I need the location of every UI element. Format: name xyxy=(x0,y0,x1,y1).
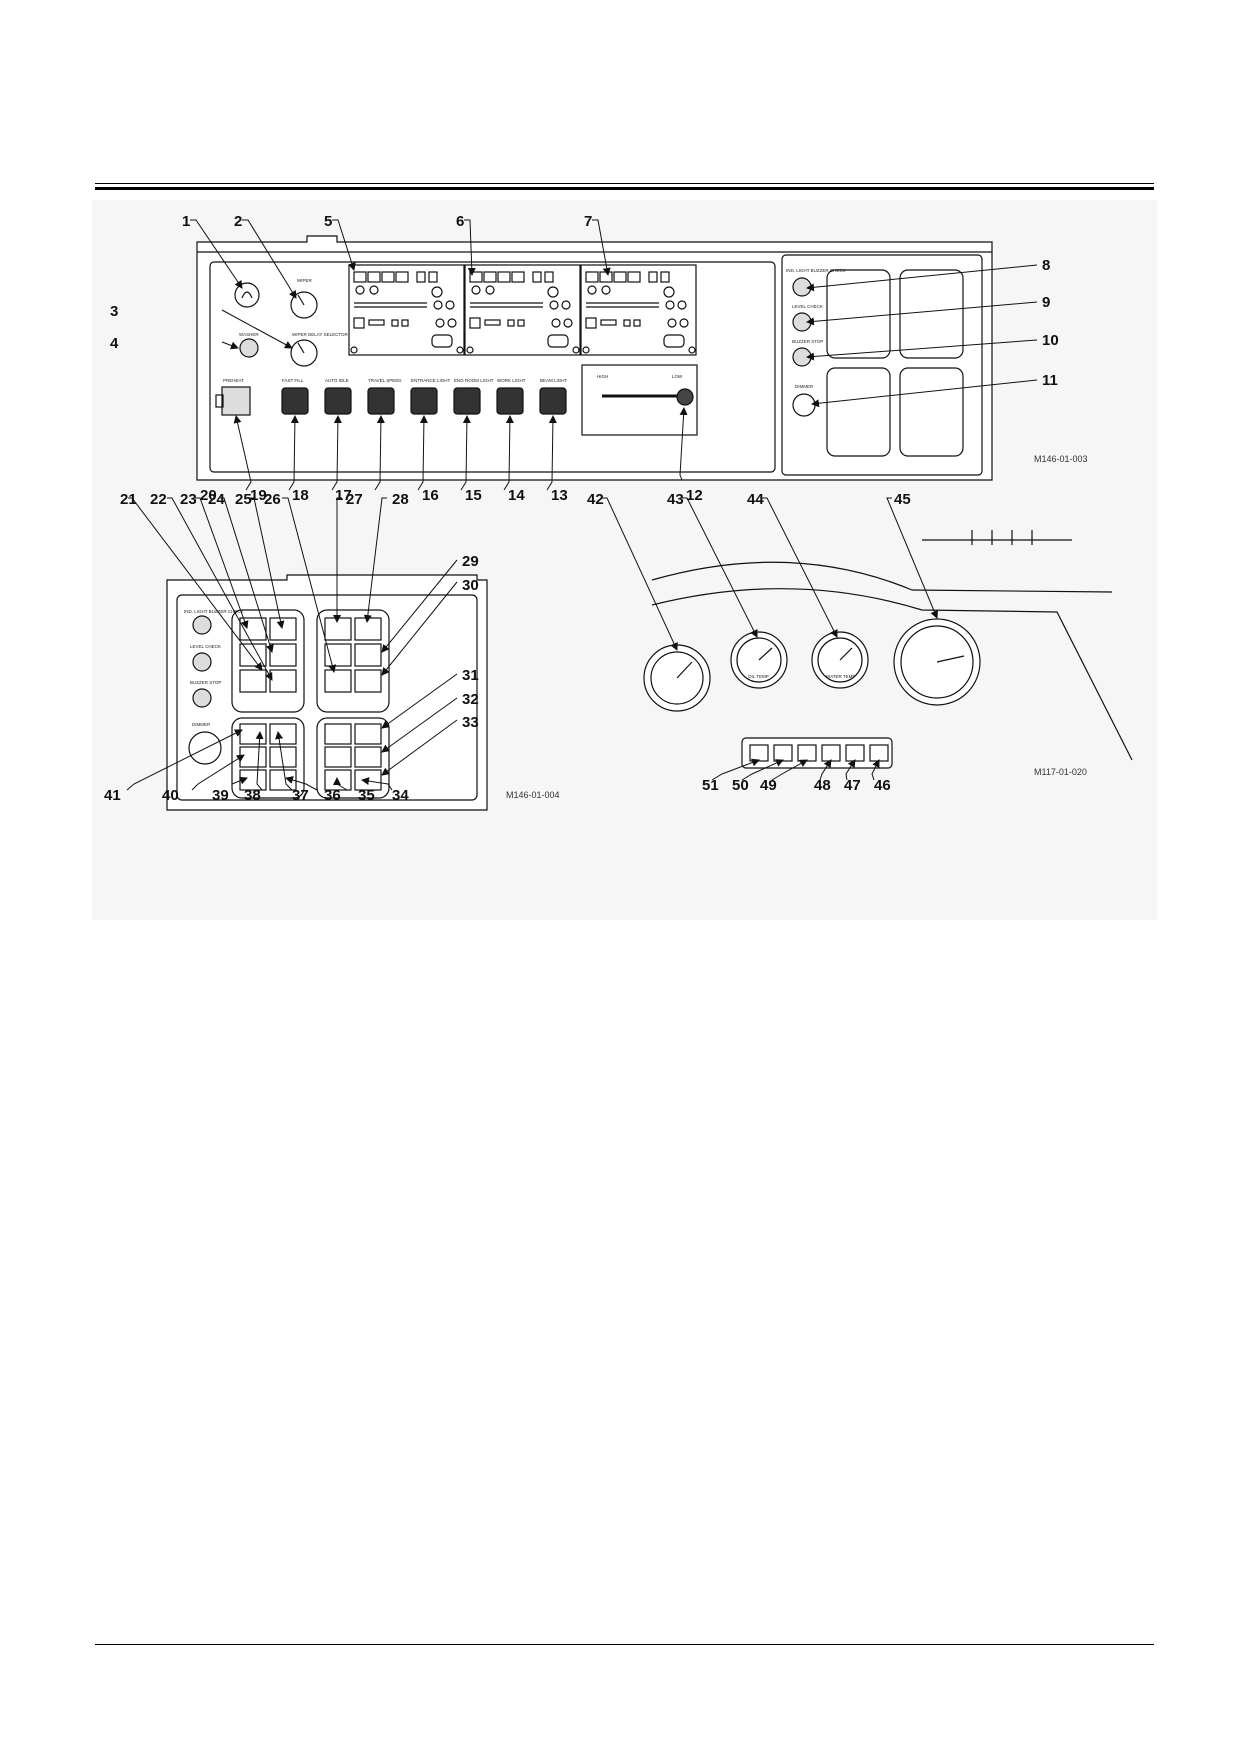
callout-11: 11 xyxy=(1042,372,1058,389)
callout-13: 13 xyxy=(551,487,568,504)
callout-27: 27 xyxy=(346,491,363,508)
callout-43: 43 xyxy=(667,491,684,508)
label-dimmer: DIMMER xyxy=(795,384,814,389)
bl-callout-lines xyxy=(126,497,458,791)
callout-8: 8 xyxy=(1042,257,1050,274)
label-travel-speed: TRAVEL SPEED xyxy=(368,378,402,383)
caption-bottom-right: M117-01-020 xyxy=(1034,767,1087,777)
bl-label-buzzer-stop: BUZZER STOP xyxy=(190,680,221,685)
bl-callout-numbers: 21 22 23 24 25 26 27 28 29 30 31 32 33 3… xyxy=(104,491,560,804)
callout-7: 7 xyxy=(584,213,592,230)
label-buzzer-stop: BUZZER STOP xyxy=(792,339,823,344)
bl-label-dimmer: DIMMER xyxy=(192,722,211,727)
label-wiper-delay: WIPER DELAY SELECTOR xyxy=(292,332,349,337)
top-callout-lines xyxy=(190,219,1038,491)
callout-31: 31 xyxy=(462,667,479,684)
callout-39: 39 xyxy=(212,787,229,804)
label-low: LOW xyxy=(672,374,683,379)
callout-24: 24 xyxy=(208,491,225,508)
callout-35: 35 xyxy=(358,787,375,804)
callout-12: 12 xyxy=(686,487,703,504)
callout-29: 29 xyxy=(462,553,479,570)
label-preheat: PREHEAT xyxy=(223,378,244,383)
label-eng-room-light: ENG ROOM LIGHT xyxy=(454,378,494,383)
bottom-right-gauge-labels: OIL TEMP WATER TEMP xyxy=(748,674,855,679)
callout-34: 34 xyxy=(392,787,409,804)
callout-4: 4 xyxy=(110,335,119,352)
callout-2: 2 xyxy=(234,213,242,230)
callout-46: 46 xyxy=(874,777,891,794)
label-wiper: WIPER xyxy=(297,278,313,283)
callout-48: 48 xyxy=(814,777,831,794)
label-high: HIGH xyxy=(597,374,608,379)
callout-18: 18 xyxy=(292,487,309,504)
bottom-right-gauges-figure xyxy=(643,530,1133,769)
caption-top: M146-01-003 xyxy=(1034,454,1088,464)
callout-38: 38 xyxy=(244,787,261,804)
label-work-light: WORK LIGHT xyxy=(497,378,526,383)
callout-40: 40 xyxy=(162,787,179,804)
callout-20: 20 xyxy=(200,487,217,504)
callout-10: 10 xyxy=(1042,332,1059,349)
callout-17: 17 xyxy=(335,487,352,504)
callout-30: 30 xyxy=(462,577,479,594)
label-washer: WASHER xyxy=(239,332,259,337)
callout-16: 16 xyxy=(422,487,439,504)
callout-23: 23 xyxy=(180,491,197,508)
caption-bottom-left: M146-01-004 xyxy=(506,790,560,800)
callout-1: 1 xyxy=(182,213,190,230)
callout-47: 47 xyxy=(844,777,861,794)
callout-37: 37 xyxy=(292,787,309,804)
label-oil-temp: OIL TEMP xyxy=(748,674,769,679)
top-callout-numbers: 1 2 5 6 7 3 4 8 9 10 11 20 19 18 17 16 1… xyxy=(110,213,1088,504)
callout-32: 32 xyxy=(462,691,479,708)
callout-51: 51 xyxy=(702,777,719,794)
callout-41: 41 xyxy=(104,787,121,804)
label-ind-light-check: IND. LIGHT BUZZER CHECK xyxy=(786,268,846,273)
header-rule xyxy=(95,187,1154,190)
callout-9: 9 xyxy=(1042,294,1050,311)
label-water-temp: WATER TEMP xyxy=(826,674,855,679)
callout-26: 26 xyxy=(264,491,281,508)
bl-label-level-check: LEVEL CHECK xyxy=(190,644,221,649)
callout-44: 44 xyxy=(747,491,764,508)
diagram-canvas: WIPER WIPER DELAY SELECTOR WASHER PREHEA… xyxy=(104,213,1133,811)
callout-25: 25 xyxy=(235,491,252,508)
footer-rule xyxy=(95,1644,1154,1645)
callout-21: 21 xyxy=(120,491,137,508)
header-rule-thin xyxy=(95,183,1154,184)
label-auto-idle: AUTO IDLE xyxy=(325,378,349,383)
figure-area: WIPER WIPER DELAY SELECTOR WASHER PREHEA… xyxy=(92,200,1157,920)
bl-label-ind-light-check: IND. LIGHT BUZZER CHECK xyxy=(184,609,244,614)
bottom-left-panel-labels: IND. LIGHT BUZZER CHECK LEVEL CHECK BUZZ… xyxy=(184,609,244,727)
label-level-check: LEVEL CHECK xyxy=(792,304,823,309)
callout-45: 45 xyxy=(894,491,911,508)
top-panel-labels: WIPER WIPER DELAY SELECTOR WASHER PREHEA… xyxy=(223,268,846,389)
callout-50: 50 xyxy=(732,777,749,794)
callout-5: 5 xyxy=(324,213,332,230)
label-fast-fill: FAST FILL xyxy=(282,378,304,383)
label-beam-light: BEAM LIGHT xyxy=(540,378,568,383)
callout-6: 6 xyxy=(456,213,464,230)
callout-49: 49 xyxy=(760,777,777,794)
callout-22: 22 xyxy=(150,491,167,508)
callout-14: 14 xyxy=(508,487,525,504)
label-entrance-light: ENTRANCE LIGHT xyxy=(411,378,451,383)
br-callout-numbers: 42 43 44 45 46 47 48 49 50 51 M117-01-02… xyxy=(587,491,1087,794)
top-panel-figure xyxy=(196,235,993,481)
callout-15: 15 xyxy=(465,487,482,504)
callout-36: 36 xyxy=(324,787,341,804)
br-callout-lines xyxy=(602,497,938,781)
callout-3: 3 xyxy=(110,303,118,320)
callout-33: 33 xyxy=(462,714,479,731)
callout-42: 42 xyxy=(587,491,604,508)
callout-28: 28 xyxy=(392,491,409,508)
